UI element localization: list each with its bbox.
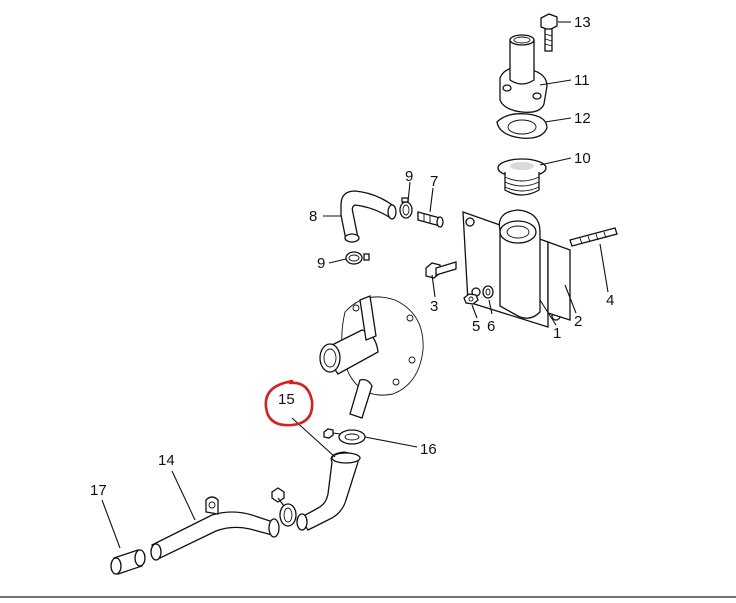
- part-stud-4: [569, 227, 618, 247]
- label-9b: 9: [317, 255, 325, 272]
- label-16: 16: [420, 441, 437, 458]
- part-gasket-12: [496, 113, 548, 139]
- label-12: 12: [574, 110, 591, 127]
- label-1: 1: [553, 325, 561, 342]
- label-2: 2: [574, 313, 582, 330]
- label-6: 6: [487, 318, 495, 335]
- leader-lines: [101, 21, 609, 549]
- part-clamp-9b: [345, 251, 370, 265]
- part-clamp-9a: [399, 197, 413, 219]
- label-11: 11: [574, 72, 590, 89]
- part-thermostat-cover-11: [499, 34, 548, 113]
- part-washer-6: [482, 285, 494, 299]
- label-3: 3: [430, 298, 438, 315]
- label-8: 8: [309, 208, 317, 225]
- label-9a: 9: [405, 168, 413, 185]
- label-14: 14: [158, 452, 175, 469]
- part-sleeve-17: [110, 549, 146, 575]
- label-5: 5: [472, 318, 480, 335]
- part-nut-5: [463, 293, 479, 305]
- part-stud-7: [417, 211, 444, 228]
- highlight-circle: [264, 379, 314, 427]
- part-bolt-13: [540, 13, 558, 52]
- label-15: 15: [278, 391, 295, 408]
- part-housing-1: [462, 209, 571, 328]
- part-hose-8: [340, 190, 397, 243]
- part-hose-15: [296, 451, 361, 531]
- label-13: 13: [574, 14, 591, 31]
- part-water-pump: [319, 295, 424, 419]
- label-4: 4: [606, 292, 614, 309]
- part-bolt-3: [425, 261, 457, 279]
- part-clamp-14: [271, 487, 297, 527]
- label-10: 10: [574, 150, 591, 167]
- part-gasket-16: [323, 428, 366, 445]
- label-17: 17: [90, 482, 107, 499]
- part-pipe-14: [150, 496, 280, 561]
- label-7: 7: [430, 173, 438, 190]
- part-thermostat-10: [497, 158, 547, 196]
